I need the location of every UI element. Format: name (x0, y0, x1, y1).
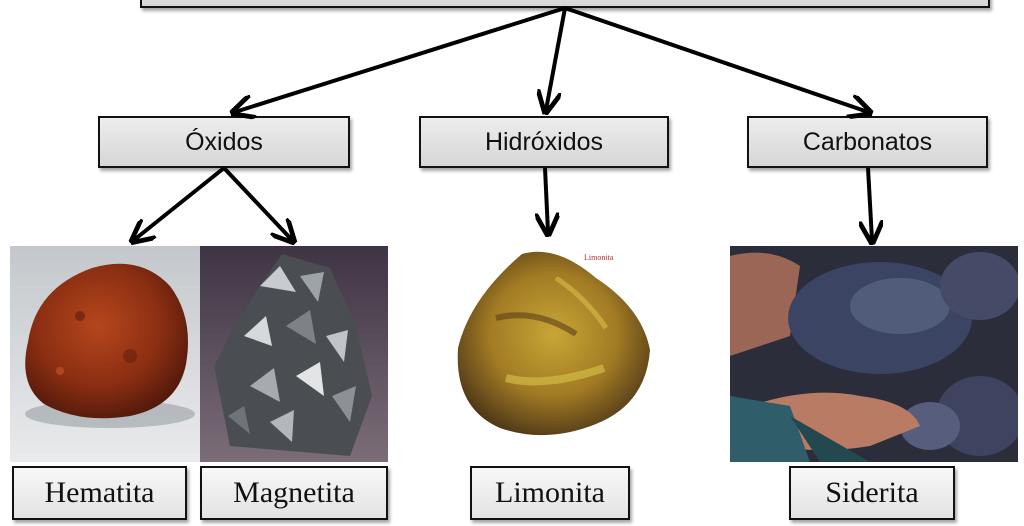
arrow-root-hidroxidos (546, 8, 565, 110)
arrow-oxidos-hematita (134, 168, 224, 240)
arrow-carbonatos-siderita (868, 168, 872, 240)
label-siderita: Siderita (789, 466, 955, 520)
label-limonita: Limonita (470, 466, 630, 520)
arrow-root-oxidos (235, 8, 565, 112)
label-hematita: Hematita (12, 466, 187, 520)
arrow-root-carbonatos (565, 8, 868, 112)
arrow-oxidos-magnetita (224, 168, 292, 240)
arrow-hidroxidos-limonita (545, 168, 548, 232)
label-magnetita: Magnetita (200, 466, 388, 520)
